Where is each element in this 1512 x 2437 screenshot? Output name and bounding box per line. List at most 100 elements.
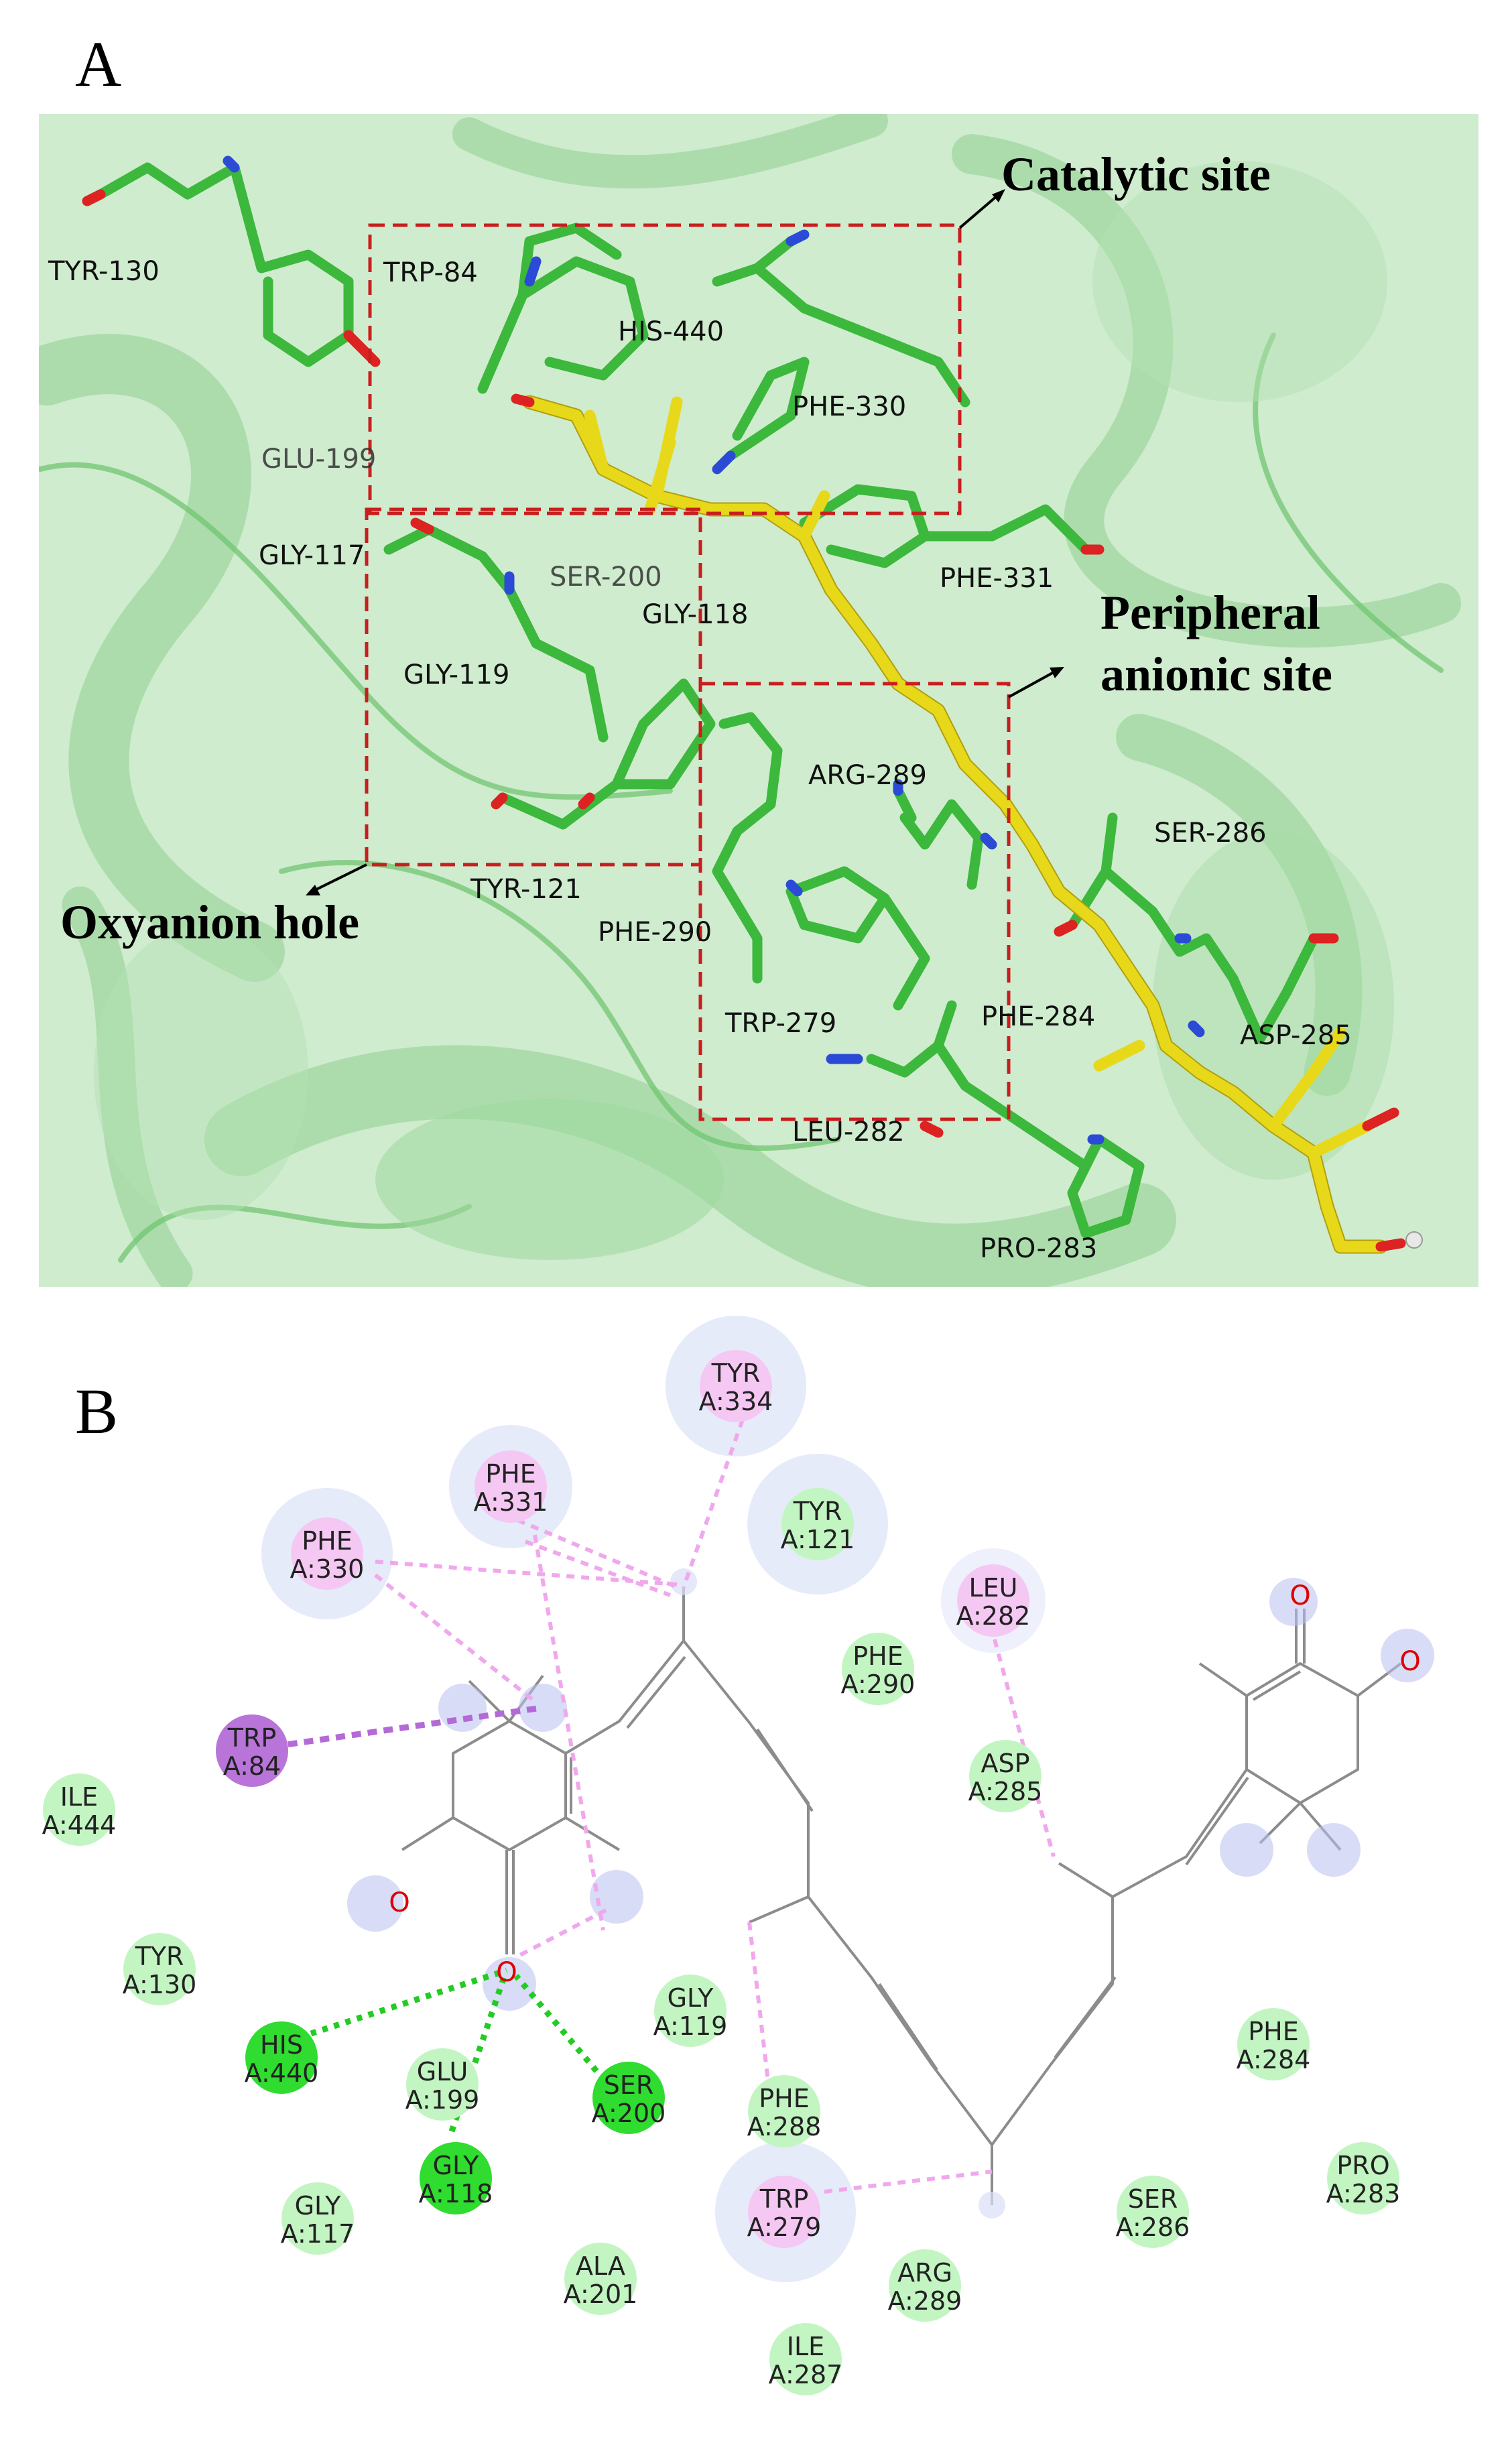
residue-halos	[261, 1316, 1046, 2282]
protein-cartoon-background	[39, 114, 1478, 1287]
residue-disc-trp84	[216, 1714, 288, 1787]
res-label-phe284: PHE-284	[981, 1001, 1095, 1032]
residue-number-phe288: A:288	[747, 2112, 822, 2141]
residue-number-ser200: A:200	[592, 2099, 666, 2128]
panel-a-docking-pose: A	[39, 28, 1478, 1287]
ligand-sticks	[511, 393, 1423, 1254]
residue-disc-trp279	[748, 2176, 820, 2248]
residue-disc-tyr121	[781, 1488, 854, 1560]
peripheral-site-label-line2: anionic site	[1100, 647, 1332, 701]
residue-disc-ser286	[1117, 2176, 1189, 2248]
residue-number-trp279: A:279	[747, 2212, 822, 2242]
panel-a-letter: A	[75, 28, 121, 100]
atom-o-right-carbonyl: O	[1289, 1580, 1310, 1611]
residue-disc-gly119	[654, 1975, 727, 2047]
res-label-ser200: SER-200	[550, 562, 662, 592]
residue-number-gly118: A:118	[419, 2179, 493, 2208]
residue-disc-ile287	[769, 2323, 842, 2395]
residue-name-ala201: ALA	[576, 2251, 625, 2281]
ligand-2d-structure	[401, 1587, 1402, 2205]
residue-number-phe284: A:284	[1237, 2045, 1311, 2074]
residue-number-tyr130: A:130	[123, 1970, 197, 1999]
residue-disc-phe284	[1237, 2008, 1310, 2080]
residue-disc-phe290	[842, 1633, 914, 1705]
residue-number-arg289: A:289	[888, 2286, 962, 2316]
catalytic-site-label: Catalytic site	[1001, 147, 1271, 201]
residue-disc-pro283	[1327, 2142, 1399, 2214]
residue-name-gly118: GLY	[433, 2151, 480, 2180]
residue-number-tyr334: A:334	[699, 1387, 773, 1416]
residue-name-phe284: PHE	[1248, 2017, 1299, 2046]
residue-number-trp84: A:84	[223, 1751, 281, 1781]
residue-number-ile287: A:287	[769, 2360, 843, 2389]
residue-disc-phe330	[291, 1517, 363, 1590]
residue-disc-ile444	[43, 1773, 115, 1846]
residue-disc-ala201	[564, 2243, 637, 2315]
residue-number-phe290: A:290	[841, 1670, 916, 1699]
interaction-lines	[271, 1419, 1056, 2194]
residue-name-ser286: SER	[1128, 2184, 1178, 2214]
res-label-tyr130: TYR-130	[48, 256, 160, 287]
residue-disc-his440	[245, 2021, 318, 2094]
residue-name-phe290: PHE	[853, 1641, 903, 1671]
residue-number-leu282: A:282	[956, 1601, 1031, 1631]
residue-number-phe330: A:330	[290, 1554, 365, 1584]
residue-name-leu282: LEU	[969, 1573, 1018, 1603]
residue-name-asp285: ASP	[981, 1749, 1029, 1778]
residue-number-gly119: A:119	[653, 2011, 728, 2041]
res-label-phe330: PHE-330	[792, 391, 906, 422]
residue-disc-tyr334	[700, 1350, 772, 1422]
residue-number-ala201: A:201	[564, 2279, 638, 2309]
residue-name-phe330: PHE	[302, 1526, 353, 1556]
residue-disc-phe288	[748, 2075, 820, 2147]
res-label-gly118: GLY-118	[642, 599, 748, 630]
res-label-glu199: GLU-199	[261, 444, 376, 475]
residue-number-ser286: A:286	[1116, 2212, 1190, 2242]
residue-disc-gly118	[420, 2142, 492, 2214]
residue-disc-gly117	[281, 2182, 354, 2255]
residue-name-phe331: PHE	[485, 1459, 536, 1489]
residue-name-ile287: ILE	[787, 2332, 824, 2361]
residue-disc-leu282	[957, 1564, 1029, 1637]
res-label-phe331: PHE-331	[940, 563, 1054, 594]
site-arrows	[306, 189, 1064, 895]
residue-name-phe288: PHE	[759, 2084, 810, 2113]
residue-number-gly117: A:117	[281, 2219, 355, 2249]
residue-name-his440: HIS	[260, 2030, 303, 2060]
residue-disc-asp285	[969, 1740, 1042, 1812]
atom-o-left-carbonyl: O	[496, 1957, 517, 1988]
residue-name-glu199: GLU	[417, 2057, 468, 2086]
residue-name-pro283: PRO	[1336, 2151, 1389, 2180]
res-label-his440: HIS-440	[618, 316, 724, 347]
res-label-asp285: ASP-285	[1240, 1020, 1352, 1051]
res-label-ser286: SER-286	[1154, 818, 1267, 849]
residue-name-gly117: GLY	[295, 2191, 342, 2221]
peripheral-site-label-line1: Peripheral	[1100, 586, 1320, 639]
residue-number-his440: A:440	[245, 2058, 319, 2088]
residue-number-ile444: A:444	[42, 1810, 117, 1840]
res-label-trp84: TRP-84	[383, 257, 478, 288]
panel-b-letter: B	[75, 1375, 118, 1447]
residue-name-tyr334: TYR	[711, 1359, 761, 1388]
residue-disc-tyr130	[123, 1933, 196, 2005]
res-label-tyr121: TYR-121	[470, 874, 582, 905]
